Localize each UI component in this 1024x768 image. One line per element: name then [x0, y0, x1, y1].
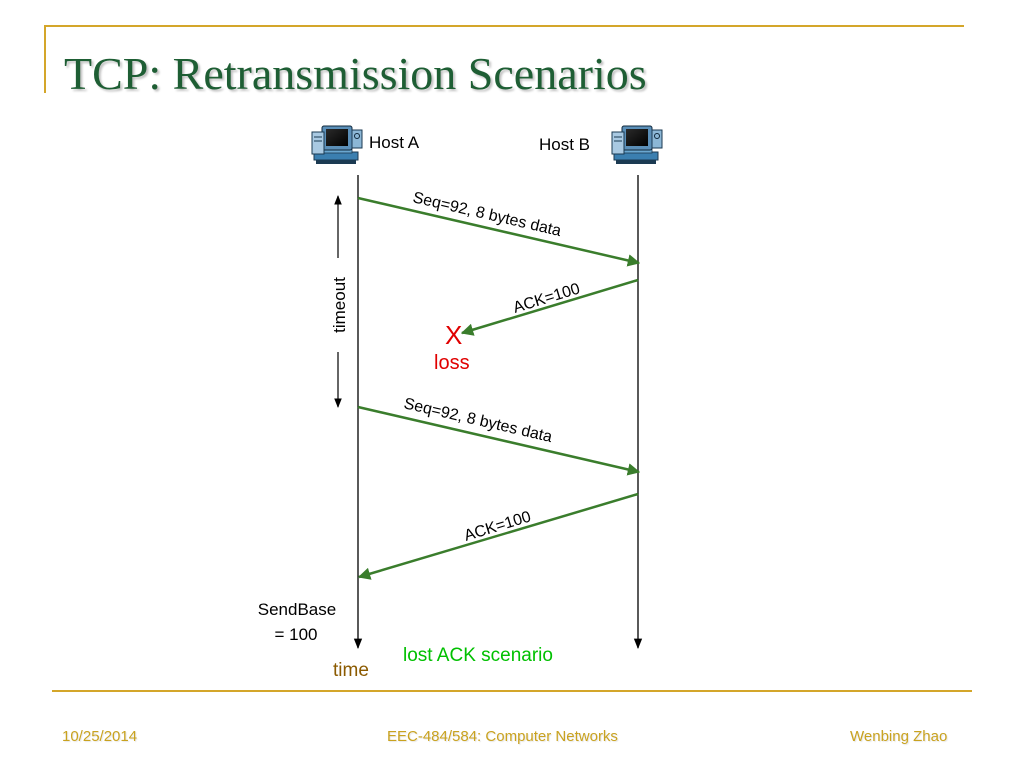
footer-author: Wenbing Zhao: [850, 728, 948, 745]
host-a-computer-icon: [311, 125, 363, 165]
footer-date: 10/25/2014: [62, 728, 138, 745]
message-arrow-ack-delivered: [357, 492, 639, 580]
footer-course: EEC-484/584: Computer Networks: [387, 728, 618, 745]
loss-label: loss: [434, 352, 470, 374]
host-b-computer-icon: [611, 125, 663, 165]
time-axis-label: time: [333, 660, 369, 681]
message-label-ack-lost: ACK=100: [511, 280, 582, 316]
message-label-ack-delivered: ACK=100: [462, 508, 533, 544]
host-b-label: Host B: [539, 135, 590, 154]
message-arrow-seq-1: [357, 196, 641, 267]
message-label-seq-retransmit: Seq=92, 8 bytes data: [402, 395, 554, 446]
message-arrow-ack-lost: [460, 278, 639, 336]
left-rule: [44, 25, 46, 93]
message-arrow-seq-retransmit: [357, 405, 641, 476]
timeout-label: timeout: [330, 277, 349, 333]
sendbase-value: = 100: [274, 625, 317, 644]
host-a-label: Host A: [369, 133, 420, 152]
page-title: TCP: Retransmission Scenarios: [64, 48, 647, 99]
loss-x-marker: X: [445, 320, 462, 350]
scenario-label: lost ACK scenario: [403, 645, 553, 666]
sendbase-label: SendBase: [258, 600, 336, 619]
top-rule: [44, 25, 964, 27]
bottom-rule: [52, 690, 972, 692]
